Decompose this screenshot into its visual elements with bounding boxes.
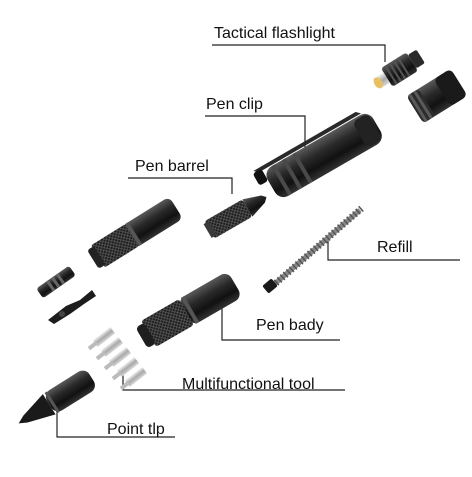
pen-clip-part	[252, 106, 386, 206]
leader-pen-clip	[205, 116, 305, 152]
label-multifunctional-tool: Multifunctional tool	[182, 376, 315, 394]
tactical-flashlight-part	[369, 47, 467, 123]
pen-barrel-part	[203, 188, 272, 239]
label-pen-clip: Pen clip	[206, 96, 263, 114]
label-tactical-flashlight: Tactical flashlight	[214, 25, 335, 43]
leader-tactical-flashlight	[212, 45, 385, 62]
flashlight-cap	[406, 69, 467, 124]
leader-pen-barrel	[128, 178, 232, 194]
point-tip-part	[12, 368, 98, 434]
multifunctional-tool-part	[87, 327, 148, 392]
small-clip-part	[48, 290, 96, 324]
label-refill: Refill	[377, 239, 413, 257]
pen-body-part	[134, 271, 243, 351]
label-point-tip: Point tlp	[107, 421, 165, 439]
flashlight-head	[369, 47, 426, 94]
small-connector-part	[36, 266, 76, 299]
refill-part	[262, 208, 362, 294]
pen-barrel-body	[86, 197, 183, 271]
label-pen-body: Pen bady	[256, 317, 324, 335]
label-pen-barrel: Pen barrel	[135, 158, 209, 176]
